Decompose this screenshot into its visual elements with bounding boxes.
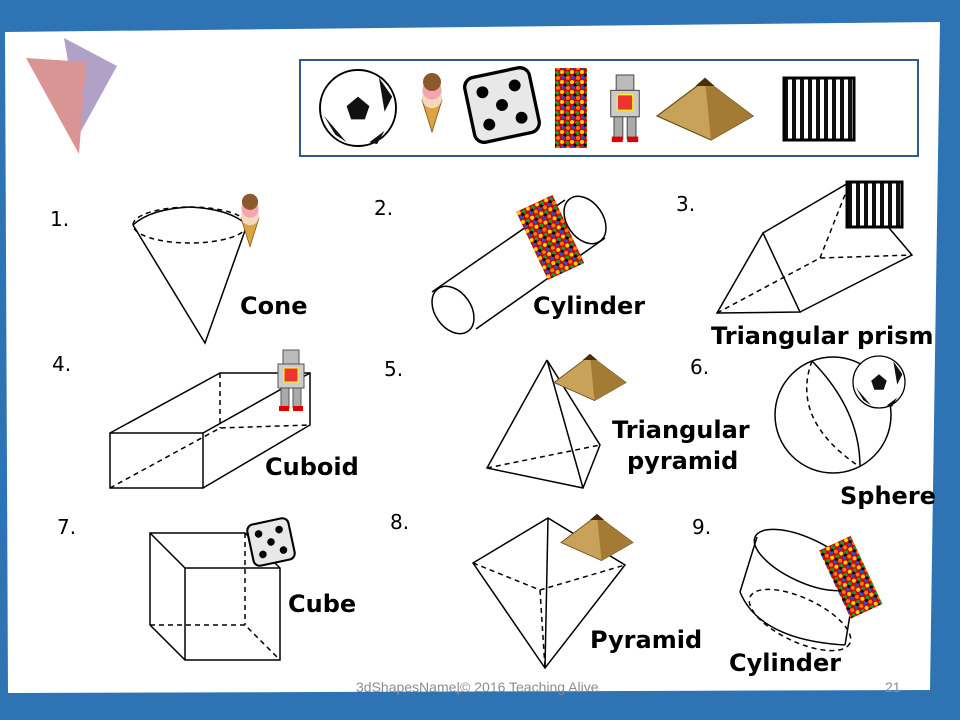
cube-shape xyxy=(149,532,281,661)
sphere-shape xyxy=(774,356,892,474)
shape-label: Triangular prism xyxy=(711,322,934,350)
shape-number: 8. xyxy=(390,510,410,534)
shape-label: Pyramid xyxy=(590,626,703,654)
shape-label: Triangular xyxy=(612,416,750,444)
shape-label: Cone xyxy=(240,292,308,320)
soccer-ball-icon xyxy=(320,70,396,146)
candy-tube-icon xyxy=(555,68,587,148)
shape-label: Cylinder xyxy=(729,649,842,677)
triangular-prism-shape xyxy=(715,181,914,314)
shape-number: 6. xyxy=(690,355,710,379)
shape-label-line2: pyramid xyxy=(627,447,739,475)
striped-box-icon xyxy=(845,180,904,229)
shape-number: 1. xyxy=(50,207,70,231)
shape-label: Cylinder xyxy=(533,292,646,320)
shape-number: 2. xyxy=(374,196,394,220)
soccer-ball-icon xyxy=(853,356,905,408)
page-number: 21 xyxy=(885,679,901,695)
shape-number: 3. xyxy=(676,192,696,216)
shape-number: 7. xyxy=(57,515,77,539)
shape-label: Cube xyxy=(288,590,357,618)
die-icon xyxy=(463,66,541,144)
die-icon xyxy=(246,517,296,567)
candy-tube-icon xyxy=(516,195,585,280)
shape-number: 4. xyxy=(52,352,72,376)
slide-page xyxy=(5,22,940,693)
shape-number: 9. xyxy=(692,515,712,539)
triangular-pyramid-shape xyxy=(485,359,601,489)
striped-box-icon xyxy=(782,76,856,142)
decor-triangle-red xyxy=(26,58,86,154)
footer-text: 3dShapesName|© 2016 Teaching Alive xyxy=(356,679,599,695)
pyramid-shape xyxy=(471,517,627,670)
candy-tube-icon xyxy=(818,535,883,619)
shape-number: 5. xyxy=(384,357,404,381)
shape-label: Sphere xyxy=(840,482,936,510)
picture-strip xyxy=(299,60,919,156)
shape-label: Cuboid xyxy=(265,453,359,481)
